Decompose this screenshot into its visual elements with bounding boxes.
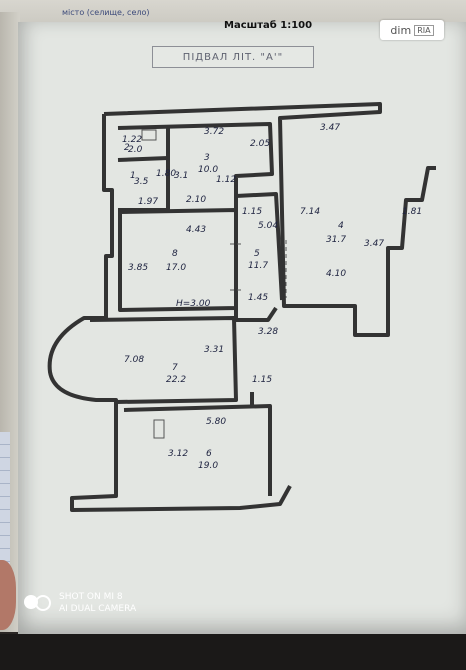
room-5-dim-top: 1.15 [242, 207, 262, 217]
room-6-dim-side: 3.12 [168, 449, 188, 459]
room-8-dim-side: 3.85 [128, 263, 148, 273]
room-3-dim-bottom: 2.10 [186, 195, 206, 205]
room-1-area: 3.5 [134, 177, 149, 187]
wall-room3 [117, 122, 284, 301]
wall-room5 [234, 196, 278, 322]
room-4-dim-top: 3.47 [320, 123, 340, 133]
room-7-dim-door: 1.15 [252, 375, 272, 385]
room-8-dim-top: 4.43 [186, 225, 206, 235]
room-8-number: 8 [172, 249, 178, 259]
room-8-area: 17.0 [166, 263, 186, 273]
room-7-dim-side: 3.31 [204, 345, 224, 355]
side-tabs [0, 432, 10, 592]
room-2-area: 2.0 [128, 145, 143, 155]
finger [0, 560, 16, 630]
room-4-dim-left: 7.14 [300, 207, 320, 217]
room-4-number: 4 [338, 221, 344, 231]
photo-bottom [0, 634, 466, 670]
camera-watermark: SHOT ON MI 8 AI DUAL CAMERA [24, 591, 136, 615]
room-4-dim-bottom: 4.10 [326, 269, 346, 279]
room-6-dim-top: 5.80 [206, 417, 226, 427]
dashed-marks [230, 243, 242, 291]
outer-wall-north-east [103, 102, 436, 337]
room-2-number: 2 [124, 143, 130, 153]
room-2-dim: 1.22 [122, 135, 142, 145]
room-3-dim-mid: 1.12 [216, 175, 236, 185]
room-3-number: 3 [204, 153, 210, 163]
room-3-area: 10.0 [198, 165, 218, 175]
watermark-brand-tag: RIA [414, 24, 434, 36]
room-5-number: 5 [254, 249, 260, 259]
height-label: H=3.00 [176, 299, 211, 309]
watermark-brand: dim [390, 23, 412, 37]
camera-line-2: AI DUAL CAMERA [59, 604, 137, 614]
camera-logo-icon [24, 595, 51, 611]
room-7-number: 7 [172, 363, 178, 373]
room-6-area: 19.0 [198, 461, 218, 471]
room-5-area: 11.7 [248, 261, 268, 271]
room-7-area: 22.2 [166, 375, 186, 385]
room-3-dim-right: 2.05 [250, 139, 270, 149]
room-3-dim-top: 3.72 [204, 127, 224, 137]
room-3-dim-left: 3.1 [174, 171, 188, 181]
wall-room8 [118, 208, 238, 312]
room-1-dim2: 1.80 [156, 169, 176, 179]
room-1-number: 1 [130, 171, 136, 181]
room-5-dim-bottom: 1.45 [248, 293, 268, 303]
room-4-dim-annex: 1.81 [402, 207, 422, 217]
room-5-dim-side: 5.04 [258, 221, 278, 231]
floor-title-stamp: ПІДВАЛ ЛІТ. "A'" [152, 46, 314, 68]
camera-line-1: SHOT ON MI 8 [59, 592, 123, 602]
room-6-number: 6 [206, 449, 212, 459]
stair-icon [153, 419, 165, 439]
room-4-dim-right: 3.47 [364, 239, 384, 249]
wall-room6 [123, 404, 272, 496]
room-5-dim-lower: 3.28 [258, 327, 278, 337]
room-1-dim: 1.97 [138, 197, 158, 207]
location-stamp: місто (селище, село) [62, 8, 150, 17]
wall-room7 [89, 316, 238, 404]
room-7-dim-left: 7.08 [124, 355, 144, 365]
scale-label: Масштаб 1:100 [224, 20, 313, 31]
sink-icon [141, 129, 157, 141]
watermark-logo: dim RIA [380, 20, 444, 40]
room-4-area: 31.7 [326, 235, 346, 245]
